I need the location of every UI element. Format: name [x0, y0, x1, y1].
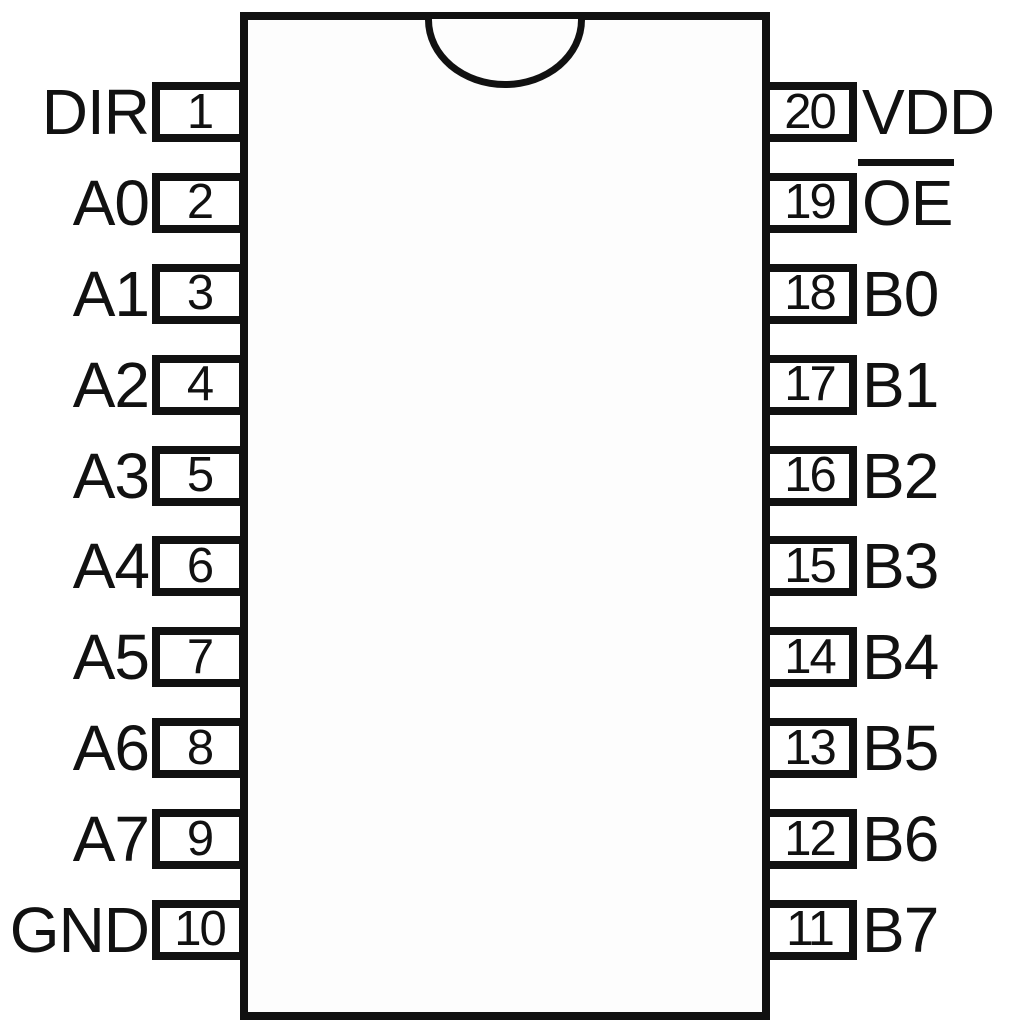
pin-number-box-16: 16 [762, 445, 857, 506]
pin-number-box-20: 20 [762, 82, 857, 142]
pin-number-box-8: 8 [152, 718, 247, 779]
pin-number-box-9: 9 [152, 809, 247, 869]
pin-label-b1: B1 [862, 348, 939, 421]
pin-number-box-2: 2 [152, 172, 247, 233]
pin-number-box-12: 12 [762, 809, 857, 869]
pin-label-vdd: VDD [862, 76, 995, 148]
pin-label-b6: B6 [862, 803, 939, 875]
pin-label-dir: DIR [41, 76, 150, 148]
pin-number-box-3: 3 [152, 263, 247, 324]
pin-label-a2: A2 [72, 348, 150, 421]
pin-label-b3: B3 [862, 530, 939, 603]
pin-label-b2: B2 [862, 439, 939, 512]
pin-label-a7: A7 [72, 803, 150, 875]
pin-label-b0: B0 [862, 257, 939, 330]
pin-label-a0: A0 [72, 166, 150, 239]
pin-number-box-4: 4 [152, 354, 247, 415]
pin-number-box-1: 1 [152, 82, 247, 142]
pin-label-b5: B5 [862, 712, 939, 785]
pin-number-box-15: 15 [762, 536, 857, 597]
pin-label-b4: B4 [862, 621, 939, 694]
pin-label-a1: A1 [72, 257, 150, 330]
pin-number-box-17: 17 [762, 354, 857, 415]
pin-label-a3: A3 [72, 439, 150, 512]
pin-number-box-18: 18 [762, 263, 857, 324]
pin-label-gnd: GND [9, 893, 150, 966]
pin-number-box-13: 13 [762, 718, 857, 779]
pin-label-oe: OE [857, 158, 955, 239]
pin-number-box-11: 11 [762, 899, 857, 960]
pin-label-a6: A6 [72, 712, 150, 785]
pin-number-box-5: 5 [152, 445, 247, 506]
pin-number-box-10: 10 [152, 899, 247, 960]
pin1-notch-icon [425, 19, 585, 88]
pin-label-a4: A4 [72, 530, 150, 603]
pin-label-b7: B7 [862, 893, 939, 966]
pin-label-a5: A5 [72, 621, 150, 694]
pin-number-box-19: 19 [762, 172, 857, 233]
chip-body [240, 12, 770, 1020]
pin-number-box-14: 14 [762, 627, 857, 688]
pin-number-box-6: 6 [152, 536, 247, 597]
pin-number-box-7: 7 [152, 627, 247, 688]
